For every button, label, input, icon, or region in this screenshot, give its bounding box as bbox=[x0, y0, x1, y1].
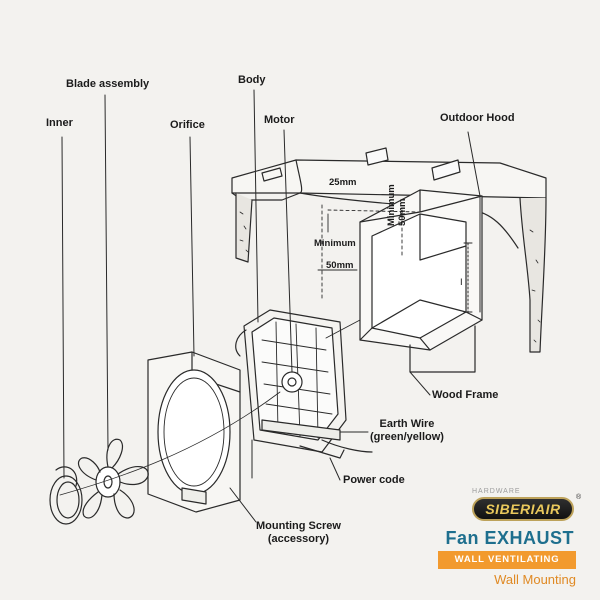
earth-wire-label-line1: Earth Wire bbox=[379, 418, 435, 430]
dimension-minimum-vertical-line2: 50mm bbox=[397, 198, 408, 226]
brand-subtitle: Wall Mounting bbox=[494, 572, 576, 587]
mounting-screw-label-line2: (accessory) bbox=[267, 533, 330, 545]
blade-assembly-shape bbox=[77, 438, 149, 519]
dimension-minimum-vertical-line1: Minimum bbox=[386, 184, 397, 226]
wood-frame-label: Wood Frame bbox=[432, 389, 499, 401]
orifice-shape bbox=[147, 351, 241, 513]
earth-wire-label: Earth Wire (green/yellow) bbox=[370, 418, 444, 444]
body-frame-shape bbox=[235, 309, 373, 459]
outdoor-hood-label: Outdoor Hood bbox=[440, 112, 515, 124]
dimension-minimum-horizontal: Minimum bbox=[314, 238, 356, 249]
earth-wire-label-line2: (green/yellow) bbox=[370, 431, 444, 443]
height-marker: I bbox=[460, 277, 463, 288]
registered-mark: ® bbox=[576, 494, 582, 501]
mounting-screw-label-line1: Mounting Screw bbox=[256, 520, 341, 532]
blade-assembly-label: Blade assembly bbox=[66, 78, 150, 90]
brand-block: HARDWARE SIBERIAIR ® Fan EXHAUST WALL VE… bbox=[396, 488, 596, 594]
orifice-label: Orifice bbox=[170, 119, 205, 131]
dimension-25mm: 25mm bbox=[329, 177, 357, 188]
power-code-label: Power code bbox=[343, 474, 405, 486]
motor-label: Motor bbox=[264, 114, 295, 126]
inner-ring-shape bbox=[49, 466, 83, 525]
dimension-50mm: 50mm bbox=[326, 260, 354, 271]
body-label: Body bbox=[238, 74, 266, 86]
mounting-screw-label: Mounting Screw (accessory) bbox=[256, 520, 341, 546]
siberiair-logo: SIBERIAIR bbox=[472, 497, 574, 521]
brand-band: WALL VENTILATING bbox=[438, 551, 576, 569]
brand-title: Fan EXHAUST bbox=[445, 528, 574, 548]
wood-frame-shape bbox=[359, 189, 483, 373]
dimension-minimum-50mm-vertical: Minimum 50mm bbox=[386, 184, 408, 226]
inner-label: Inner bbox=[46, 117, 73, 129]
outdoor-hood-shape bbox=[231, 147, 547, 353]
logo-hardware-text: HARDWARE bbox=[472, 488, 521, 495]
leader-lines bbox=[61, 89, 481, 523]
